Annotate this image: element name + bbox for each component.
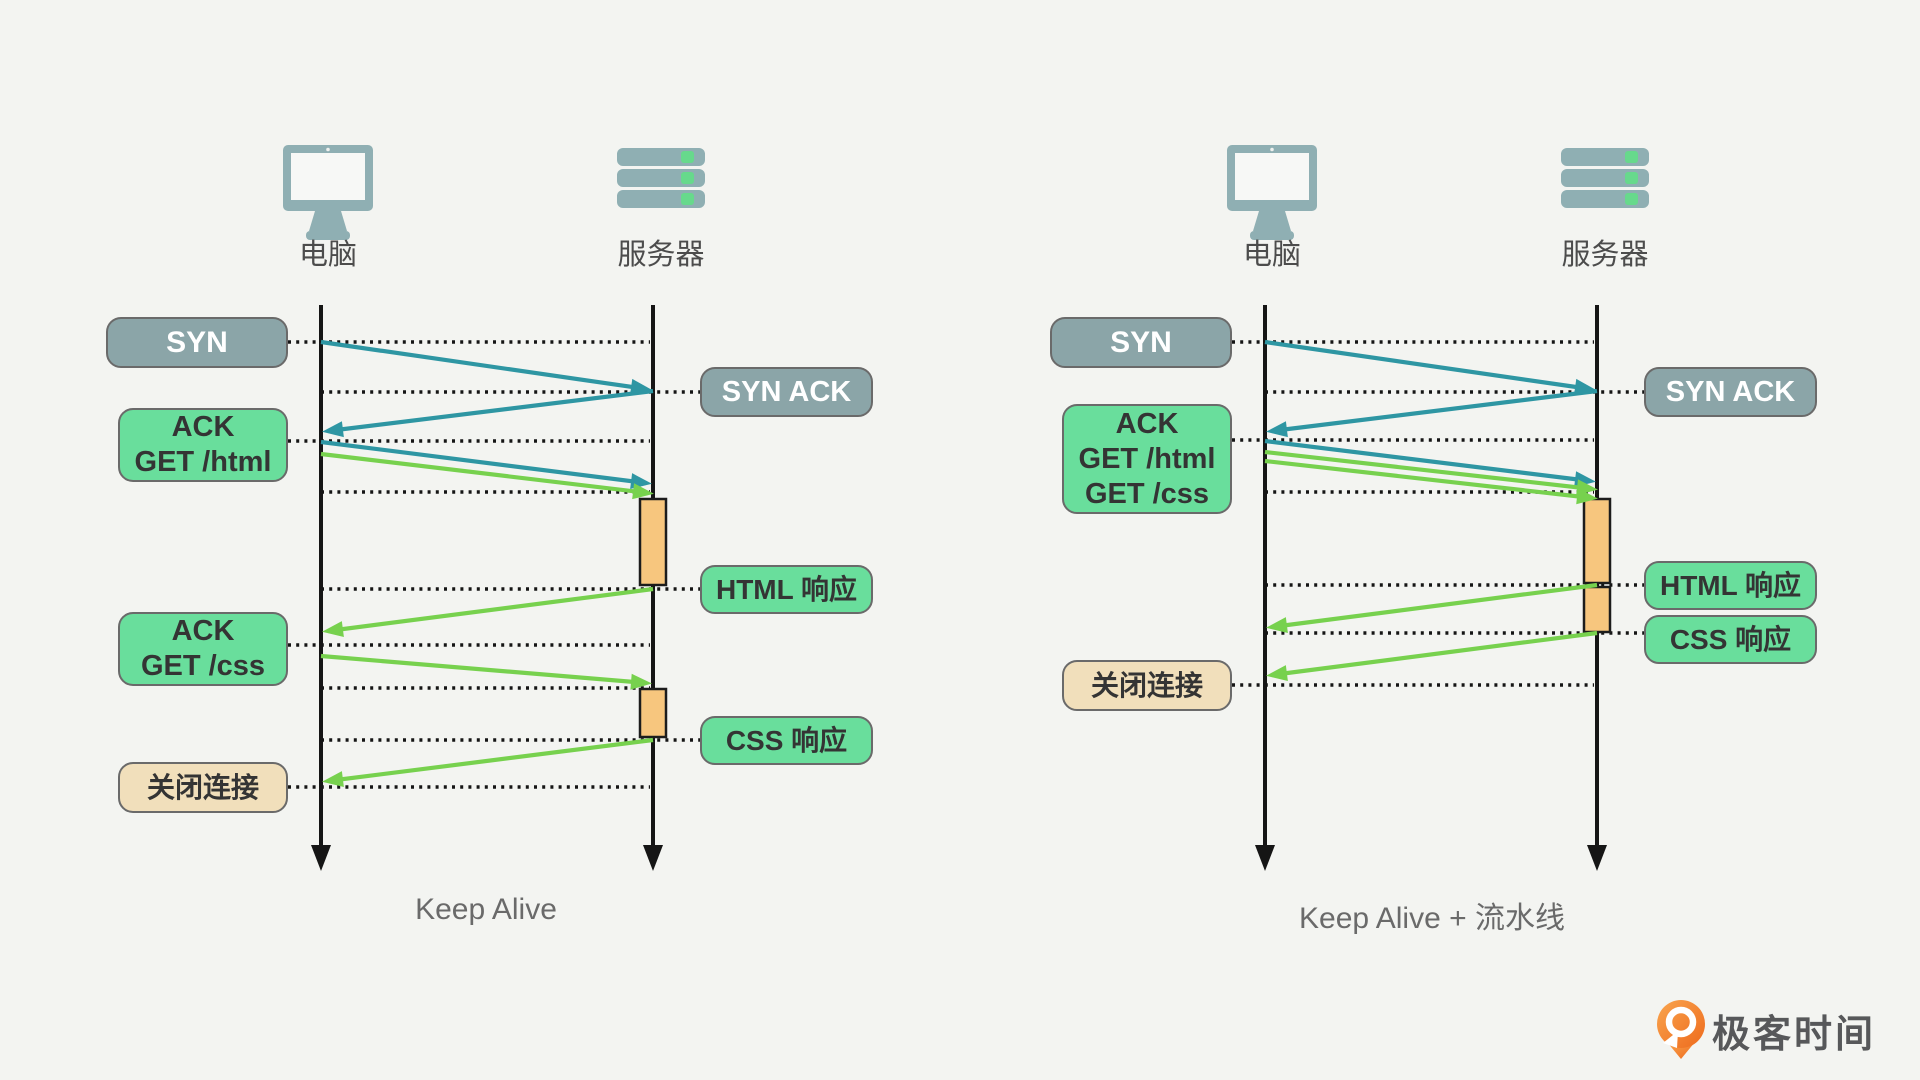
box-label: GET /html (1078, 442, 1216, 475)
monitor-stand (309, 211, 347, 231)
ack-arrow (320, 439, 652, 490)
syn-ack-arrow (1266, 388, 1598, 438)
activation-bar-css (638, 687, 668, 739)
server-actor-label: 服务器 (1561, 239, 1649, 271)
box-label: GET /html (134, 446, 272, 478)
syn-box: SYN (1050, 317, 1232, 368)
box-label: 关闭连接 (146, 772, 259, 803)
get-html-arrow (320, 451, 654, 500)
server-icon (617, 148, 705, 208)
box-label: 关闭连接 (1090, 670, 1203, 701)
css-response-arrow (1266, 630, 1598, 682)
html-response-box: HTML 响应 (700, 565, 873, 614)
server-led (681, 172, 694, 184)
close-connection-box: 关闭连接 (1062, 660, 1232, 711)
box-label: CSS 响应 (1669, 624, 1792, 655)
monitor-base (1250, 231, 1294, 240)
syn-arrow (1264, 339, 1596, 395)
pin-circle (1657, 1000, 1705, 1048)
client-actor-label: 电脑 (1242, 239, 1301, 271)
monitor-base (306, 231, 350, 240)
webcam-dot (326, 147, 330, 152)
get-html-arrow (1264, 449, 1598, 496)
activation-bar-css (1582, 585, 1612, 634)
server-led (1625, 193, 1638, 205)
syn-box: SYN (106, 317, 288, 368)
server-led (681, 151, 694, 163)
css-response-box: CSS 响应 (700, 716, 873, 765)
ack-get-html-css-box: ACK GET /html GET /css (1062, 404, 1232, 514)
message-arrows (1264, 339, 1598, 682)
box-label: SYN ACK (1665, 375, 1796, 408)
server-icon (1561, 148, 1649, 208)
get-css-arrow (320, 653, 652, 690)
diagram-caption: Keep Alive + 流水线 (1299, 902, 1565, 935)
server-led (681, 193, 694, 205)
keep-alive-pipeline-diagram-graphics (1227, 145, 1649, 871)
box-label: HTML 响应 (715, 574, 858, 605)
syn-ack-arrow (322, 388, 654, 438)
ack-get-html-box: ACK GET /html (118, 408, 288, 482)
syn-ack-box: SYN ACK (1644, 367, 1817, 417)
activation-bar-html (638, 497, 668, 587)
box-label: ACK (171, 411, 235, 443)
ack-arrow (1264, 438, 1596, 488)
computer-icon (283, 145, 373, 240)
activation-bar-html (1582, 497, 1612, 585)
html-response-arrow (1266, 582, 1598, 634)
html-response-box: HTML 响应 (1644, 561, 1817, 610)
computer-icon (1227, 145, 1317, 240)
box-label: SYN (1110, 326, 1172, 359)
keep-alive-diagram-graphics (283, 145, 705, 871)
box-label: SYN ACK (721, 375, 852, 408)
server-led (1625, 151, 1638, 163)
html-response-arrow (322, 586, 654, 638)
monitor-stand (1253, 211, 1291, 231)
box-label: GET /css (1084, 477, 1210, 510)
pin-ring (1665, 1006, 1697, 1038)
syn-ack-box: SYN ACK (700, 367, 873, 417)
css-response-box: CSS 响应 (1644, 615, 1817, 664)
geektime-pin-icon (1657, 1000, 1705, 1059)
geektime-logo-text: 极客时间 (1712, 1014, 1877, 1056)
server-led (1625, 172, 1638, 184)
close-connection-box: 关闭连接 (118, 762, 288, 813)
syn-arrow (320, 339, 652, 395)
box-label: SYN (166, 326, 228, 359)
pin-arrow (1663, 1031, 1678, 1048)
monitor-screen (1235, 153, 1309, 200)
css-response-arrow (322, 737, 654, 788)
message-guidelines (288, 340, 700, 789)
webcam-dot (1270, 147, 1274, 152)
client-actor-label: 电脑 (298, 239, 357, 271)
box-label: ACK (171, 615, 235, 647)
get-css-arrow (1264, 458, 1598, 505)
server-actor-label: 服务器 (617, 239, 705, 271)
ack-get-css-box: ACK GET /css (118, 612, 288, 686)
box-label: GET /css (140, 650, 266, 682)
box-label: HTML 响应 (1659, 570, 1802, 601)
message-arrows (320, 339, 654, 788)
message-guidelines (1232, 340, 1646, 687)
box-label: ACK (1115, 407, 1179, 440)
diagram-caption: Keep Alive (415, 893, 557, 926)
box-label: CSS 响应 (725, 725, 848, 756)
monitor-screen (291, 153, 365, 200)
